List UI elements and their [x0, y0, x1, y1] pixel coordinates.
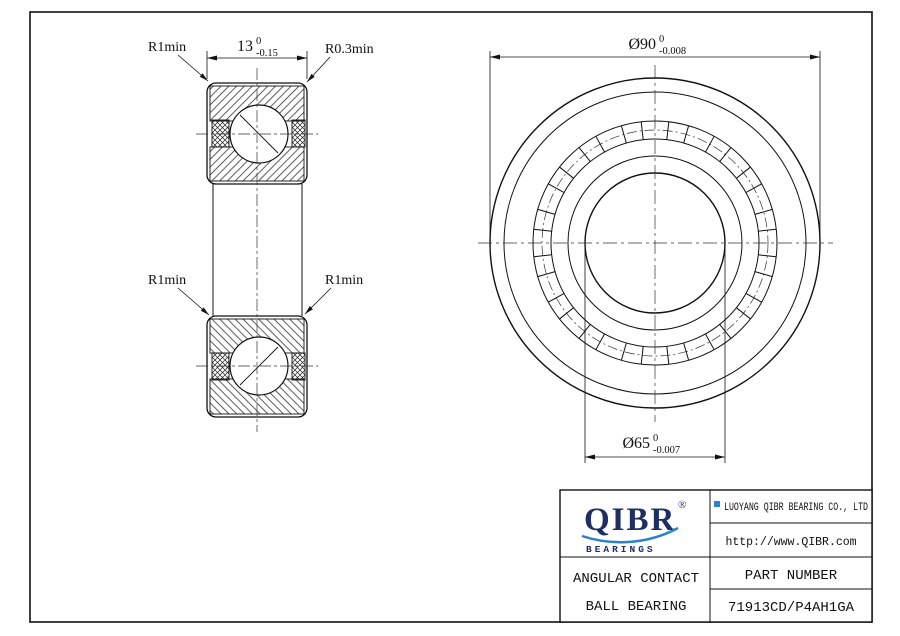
leader-arrow-icon	[199, 73, 208, 81]
leader-arrow-icon	[200, 307, 209, 315]
svg-text:R1min: R1min	[148, 273, 186, 288]
label-r1min-mid-right: R1min	[304, 273, 363, 315]
company-website: http://www.QIBR.com	[725, 536, 856, 549]
dim-bore-tol-lower: -0.007	[653, 445, 680, 456]
label-r1min-top-left: R1min	[148, 40, 209, 82]
dim-width-value: 13	[237, 38, 253, 55]
front-view: Ø90 0 -0.008 Ø65 0 -0.007	[478, 34, 833, 463]
pitch-circle	[541, 129, 769, 357]
leader-arrow-icon	[305, 306, 313, 314]
arrow-left-icon	[207, 55, 217, 61]
label-r03min: R0.3min	[306, 42, 374, 83]
dim-width: 13 0 -0.15	[206, 36, 308, 79]
dim-od-tol-lower: -0.008	[659, 46, 686, 57]
drawing-border	[29, 11, 873, 623]
arrow-right-icon	[810, 54, 820, 60]
dim-bore-diameter: Ø65 0 -0.007	[584, 248, 726, 463]
company-bullet-icon	[714, 501, 720, 507]
svg-text:R0.3min: R0.3min	[325, 42, 374, 57]
logo-swoosh-icon	[581, 526, 679, 544]
arrow-left-icon	[490, 54, 500, 60]
label-r1min-mid-left: R1min	[148, 273, 210, 316]
title-block: QIBR ® BEARINGS LUOYANG QIBR BEARING CO.…	[559, 489, 873, 623]
dim-od-value: Ø90	[628, 36, 656, 53]
arrow-right-icon	[715, 454, 725, 460]
cross-section-view: 13 0 -0.15 R1min R0.3min R1min R1min	[148, 36, 374, 432]
dim-bore-tol-upper: 0	[653, 433, 658, 444]
part-number-value: 71913CD/P4AH1GA	[728, 600, 855, 616]
dim-width-tol-upper: 0	[256, 36, 261, 47]
product-name-line1: ANGULAR CONTACT	[573, 571, 699, 587]
dim-outer-diameter: Ø90 0 -0.008	[489, 34, 821, 237]
logo-text: QIBR	[584, 502, 676, 538]
logo-subtitle: BEARINGS	[586, 544, 656, 555]
registered-mark: ®	[678, 499, 686, 511]
company-name: LUOYANG QIBR BEARING CO., LTD	[724, 502, 868, 514]
product-name-line2: BALL BEARING	[586, 599, 687, 615]
dim-od-tol-upper: 0	[659, 34, 664, 45]
company-logo: QIBR ® BEARINGS	[581, 499, 686, 555]
part-number-label: PART NUMBER	[745, 568, 838, 584]
arrow-left-icon	[585, 454, 595, 460]
leader-arrow-icon	[307, 73, 315, 82]
dim-width-tol-lower: -0.15	[256, 48, 278, 59]
svg-text:R1min: R1min	[325, 273, 363, 288]
svg-text:R1min: R1min	[148, 40, 186, 55]
dim-bore-value: Ø65	[622, 435, 650, 452]
arrow-right-icon	[297, 55, 307, 61]
